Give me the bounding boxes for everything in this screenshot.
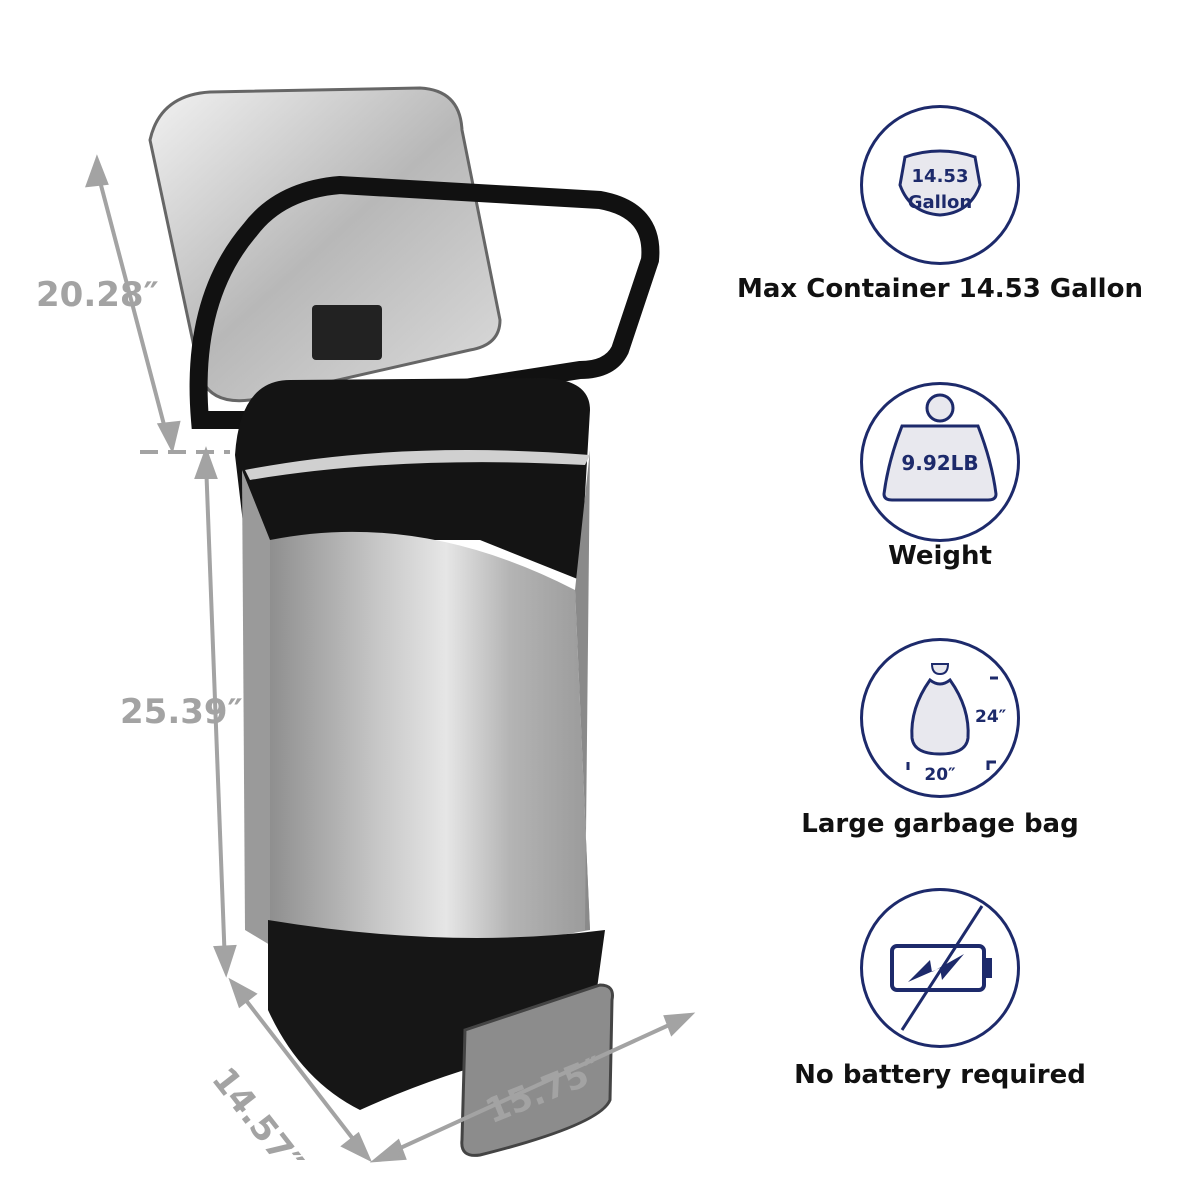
weight-value: 9.92LB <box>901 451 979 475</box>
feature-label-bag: Large garbage bag <box>801 809 1079 839</box>
foot-pedal <box>460 983 614 1157</box>
lid-rim <box>189 175 660 429</box>
can-body-side <box>242 470 270 945</box>
feature-label-weight: Weight <box>888 541 992 571</box>
lid <box>148 86 502 403</box>
can-right-edge <box>575 450 590 930</box>
gallon-container-icon: 14.53 Gallon <box>860 105 1020 265</box>
trash-can-illustration <box>85 86 696 1163</box>
can-body-front <box>270 531 590 950</box>
hinge <box>312 305 382 360</box>
garbage-bag-icon: 24″ 20″ <box>860 638 1020 798</box>
feature-label-battery: No battery required <box>794 1060 1086 1090</box>
feature-label-capacity: Max Container 14.53 Gallon <box>737 274 1143 304</box>
gallon-value: 14.53 <box>911 166 969 187</box>
weight-icon: 9.92LB <box>860 382 1020 542</box>
no-battery-icon <box>860 888 1020 1048</box>
lid-height-dimension: 20.28″ <box>36 275 159 315</box>
body-height-dimension: 25.39″ <box>120 692 243 732</box>
can-opening <box>235 378 590 580</box>
can-base <box>268 920 605 1110</box>
bag-height: 24″ <box>975 707 1007 727</box>
gallon-unit: Gallon <box>907 192 973 213</box>
bag-width: 20″ <box>924 765 956 785</box>
